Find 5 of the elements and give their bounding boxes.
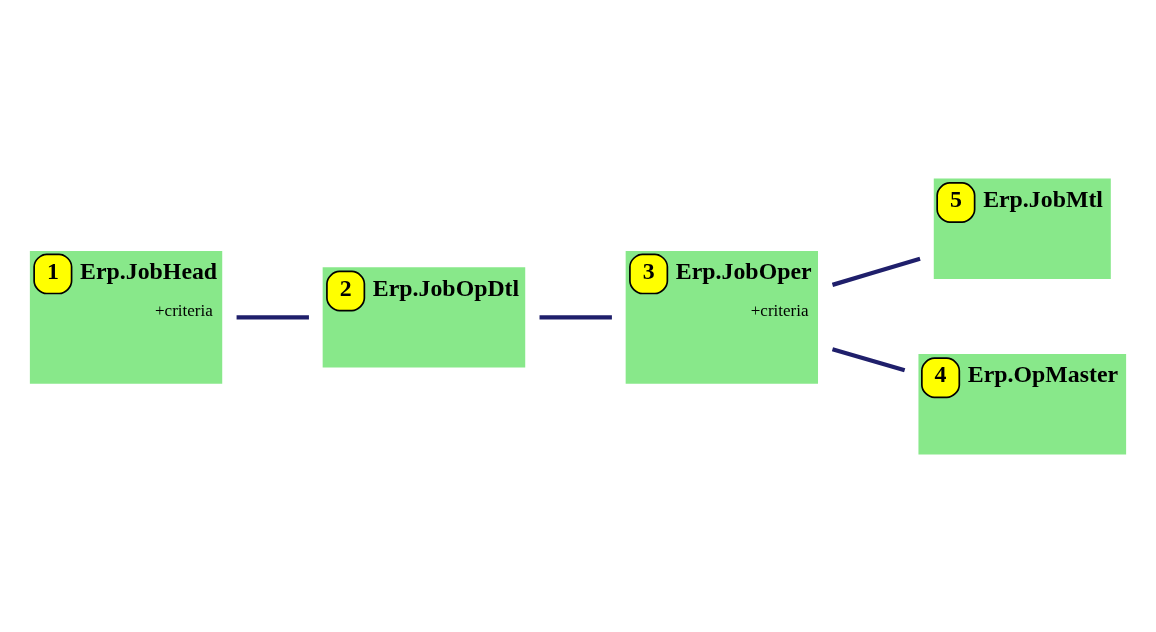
- connector: [831, 346, 906, 372]
- connector: [831, 256, 921, 287]
- node-box: 2 Erp.JobOpDtl: [322, 266, 526, 368]
- connector: [236, 314, 309, 319]
- connector: [539, 314, 612, 319]
